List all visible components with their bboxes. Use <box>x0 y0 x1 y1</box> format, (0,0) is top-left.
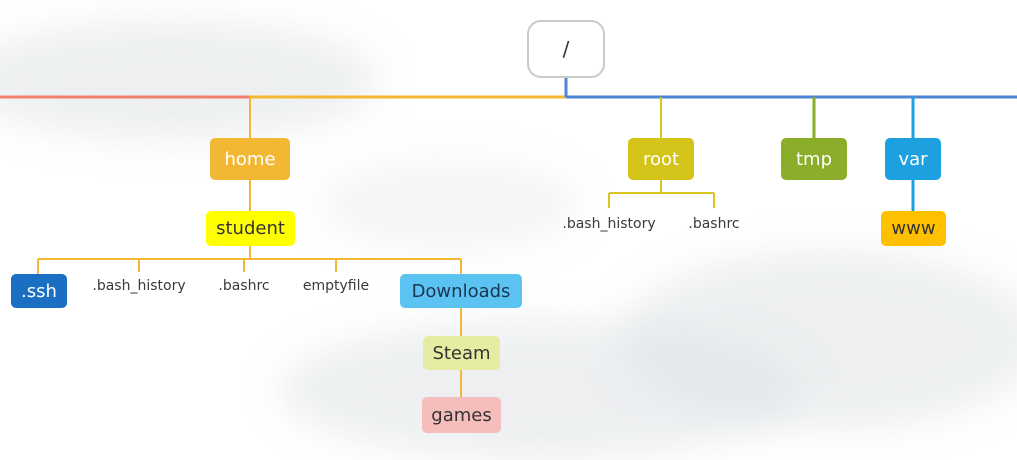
www-node[interactable]: www <box>881 211 946 246</box>
student-emptyfile-file[interactable]: emptyfile <box>302 278 370 294</box>
games-node[interactable]: games <box>422 397 501 433</box>
var-node[interactable]: var <box>885 138 941 180</box>
steam-node[interactable]: Steam <box>423 336 500 370</box>
home-node[interactable]: home <box>210 138 290 180</box>
root-directory-label: / <box>562 37 570 61</box>
root-bashrc-file[interactable]: .bashrc <box>688 216 740 232</box>
root-directory-node[interactable]: / <box>527 20 605 78</box>
tmp-node[interactable]: tmp <box>781 138 847 180</box>
background-cloud <box>620 250 1017 430</box>
steam-label: Steam <box>432 342 491 364</box>
var-label: var <box>898 148 928 170</box>
games-label: games <box>431 404 492 426</box>
student-bashrc-file[interactable]: .bashrc <box>218 278 270 294</box>
home-label: home <box>224 148 276 170</box>
downloads-node[interactable]: Downloads <box>400 274 522 308</box>
student-bash-history-file[interactable]: .bash_history <box>92 278 186 294</box>
ssh-node[interactable]: .ssh <box>11 274 67 308</box>
student-label: student <box>216 218 285 239</box>
www-label: www <box>891 218 936 239</box>
background-cloud <box>0 20 380 140</box>
tmp-label: tmp <box>795 148 833 170</box>
root-bash-history-file[interactable]: .bash_history <box>562 216 656 232</box>
background-cloud <box>320 160 580 250</box>
downloads-label: Downloads <box>411 280 511 302</box>
root-dir-node[interactable]: root <box>628 138 694 180</box>
root-dir-label: root <box>642 148 680 170</box>
ssh-label: .ssh <box>21 280 57 302</box>
student-node[interactable]: student <box>206 211 295 246</box>
